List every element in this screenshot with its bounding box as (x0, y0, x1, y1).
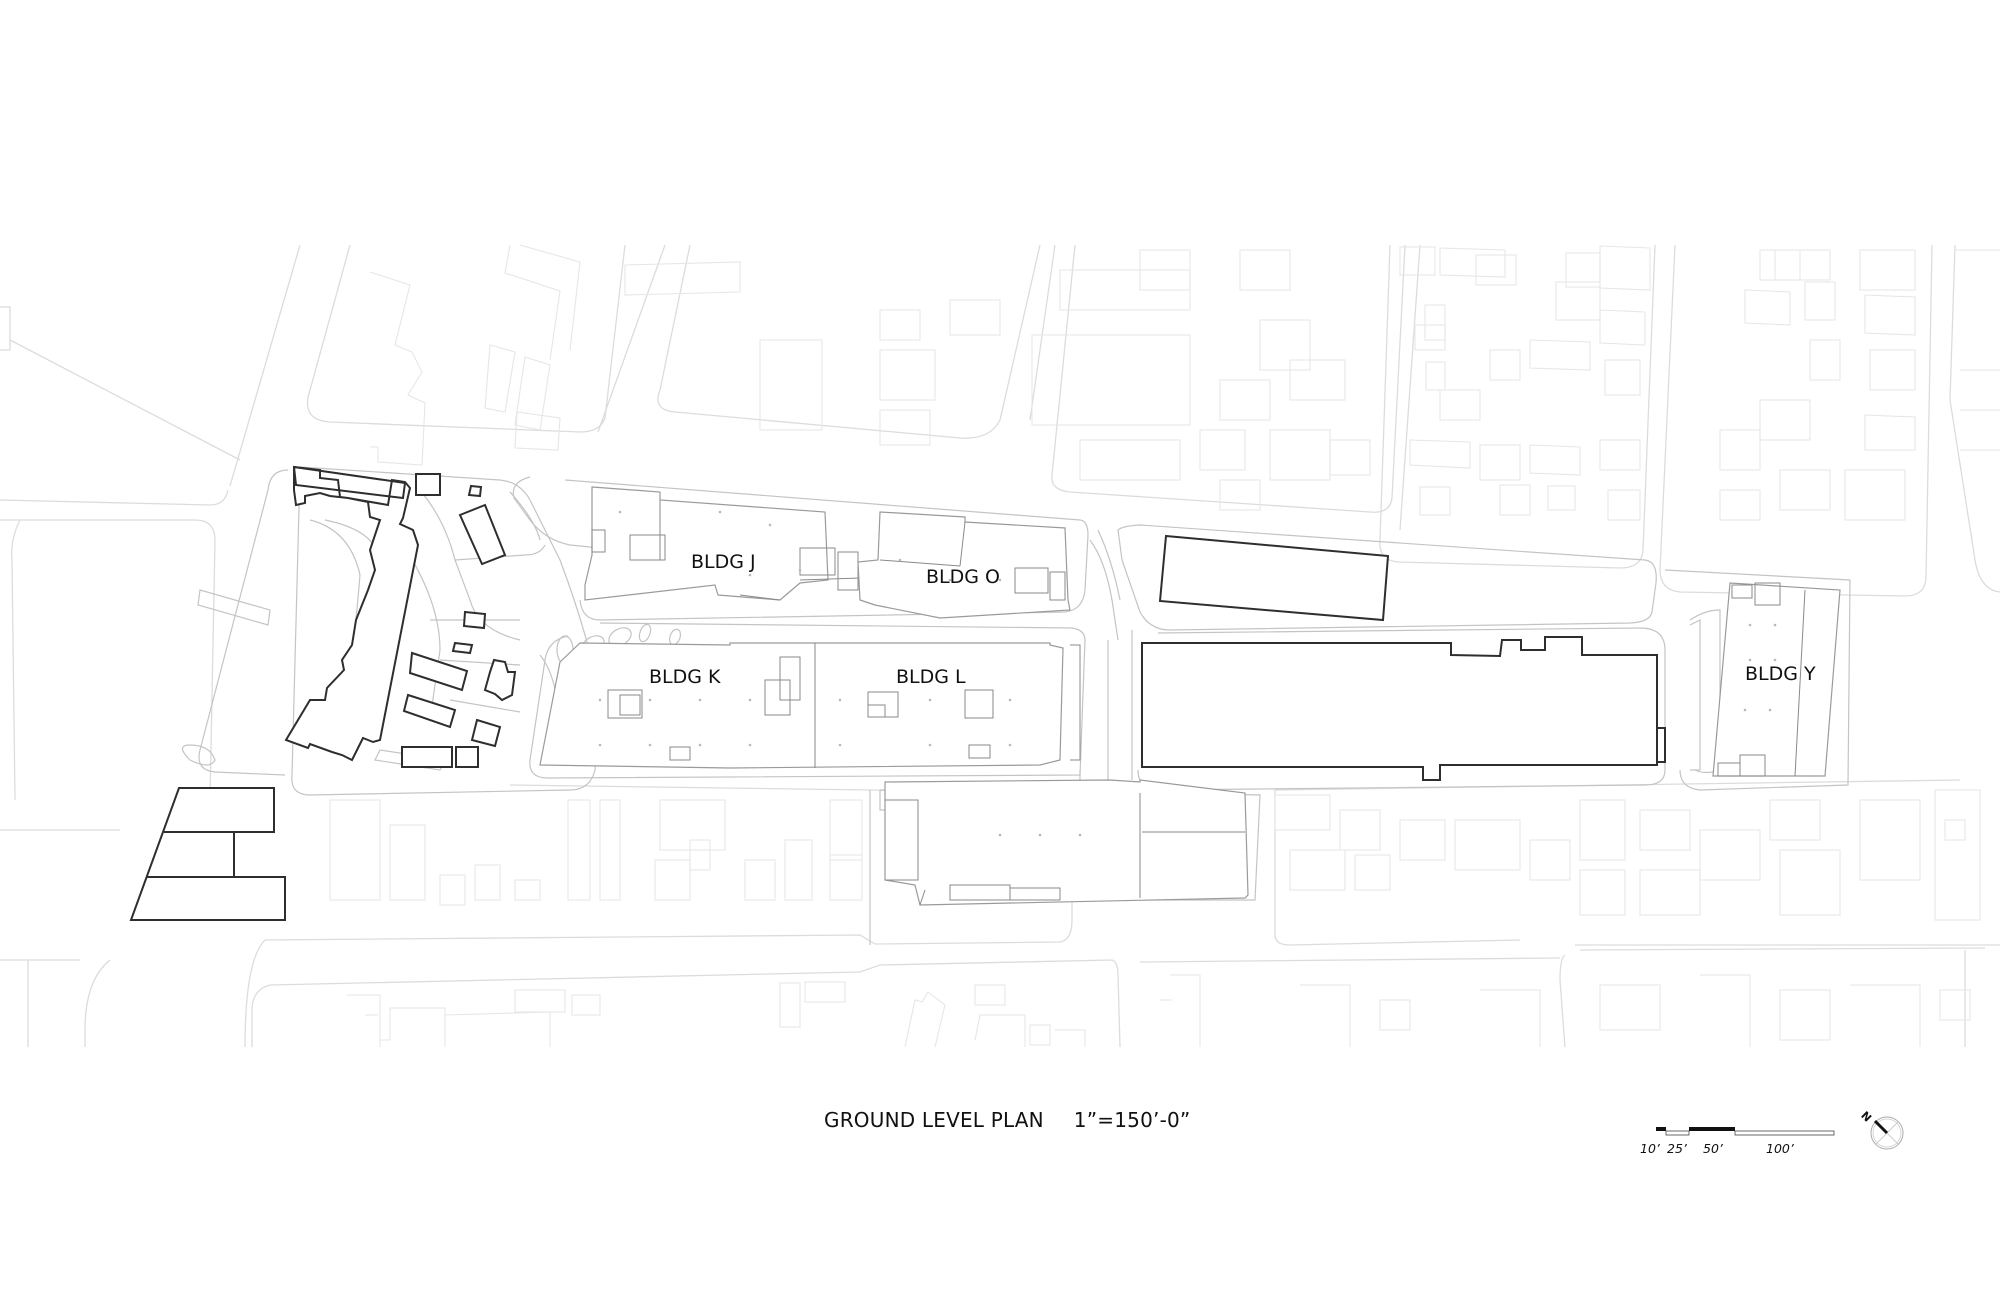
scale-label-25: 25’ (1667, 1141, 1688, 1156)
label-bldg-k: BLDG K (649, 666, 721, 688)
building-south-outline (884, 779, 1249, 906)
drawing-title-text: GROUND LEVEL PLAN (824, 1108, 1044, 1132)
building-o-outline (857, 511, 1071, 619)
drawing-scale-note: 1”=150’-0” (1073, 1108, 1191, 1132)
label-bldg-y: BLDG Y (1745, 663, 1816, 685)
scale-label-100: 100’ (1766, 1141, 1795, 1156)
building-j-outline (584, 486, 861, 601)
graphic-scale-bar: 10’ 25’ 50’ 100’ (1640, 1127, 1835, 1156)
drawing-title: GROUND LEVEL PLAN 1”=150’-0” (824, 1108, 1190, 1132)
label-bldg-o: BLDG O (926, 566, 1000, 588)
highlighted-southwest-building (129, 787, 286, 921)
scale-label-50: 50’ (1703, 1141, 1724, 1156)
north-letter: N (1858, 1109, 1874, 1125)
north-arrow-icon: N (1858, 1109, 1904, 1150)
highlighted-slanted-building (1158, 534, 1390, 622)
building-labels: BLDG J BLDG O BLDG K BLDG L BLDG Y (649, 551, 1816, 688)
scale-label-10: 10’ (1640, 1141, 1661, 1156)
highlighted-large-building (1141, 636, 1666, 781)
highlighted-west-cluster (284, 465, 517, 768)
column-grid-dots (598, 510, 1777, 837)
label-bldg-l: BLDG L (896, 666, 966, 688)
label-bldg-j: BLDG J (691, 551, 756, 573)
building-y-outline (1712, 582, 1841, 777)
building-k-l-outline (539, 642, 1081, 769)
